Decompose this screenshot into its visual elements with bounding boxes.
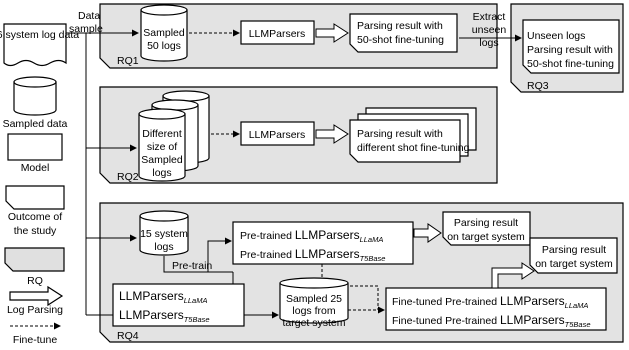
- finetuned-t5-sub: T5Base: [565, 320, 591, 329]
- rq4-top-result-label-1: Parsing result: [454, 217, 518, 229]
- rq2-model-box: [240, 121, 315, 146]
- data-sample-label-1: Data: [78, 10, 100, 22]
- pretrain-label: Pre-train: [172, 260, 212, 272]
- pretrained-llama: Pre-trained LLMParsersLLaMA: [240, 228, 383, 244]
- target-label-1: Sampled 25: [286, 293, 342, 305]
- rq4-bottom-result-box: [529, 237, 618, 274]
- rq1-model-label: LLMParsers: [249, 28, 306, 40]
- rq1-sampled-label-1: Sampled: [143, 27, 185, 39]
- data-sample-trunk: [66, 32, 87, 315]
- rq2-result-label-2: different shot fine-tuning: [357, 142, 470, 154]
- rq1-model-box: [240, 20, 315, 45]
- base-models-box: [112, 283, 245, 327]
- fine-tune-legend-label: Fine-tune: [13, 334, 58, 346]
- pretrained-llama-prefix: Pre-trained: [240, 230, 292, 242]
- extract-label-3: logs: [479, 37, 498, 49]
- extract-label-2: unseen: [472, 24, 507, 36]
- rq2-model-label: LLMParsers: [249, 129, 306, 141]
- target-label-2: logs from: [292, 305, 335, 317]
- rq2-sampled-label-1: Different: [142, 128, 182, 140]
- rq1-sampled-label-2: 50 logs: [147, 40, 181, 52]
- base-model-t5: LLMParsersT5Base: [119, 308, 210, 324]
- rq4-bottom-parsing-arrow-icon: [491, 262, 535, 289]
- rq4-label: RQ4: [117, 330, 139, 342]
- pretrained-models-box: [232, 221, 414, 265]
- sampled-data-label: Sampled data: [3, 118, 68, 130]
- rq-legend-label: RQ: [27, 275, 43, 287]
- rq1-result-box: [349, 13, 458, 53]
- rq1-parsing-arrow-icon: [315, 23, 349, 43]
- extract-label-1: Extract: [473, 11, 506, 23]
- pretrained-fine-tune-dashed: [321, 264, 379, 310]
- finetuned-models-box: [385, 287, 607, 331]
- pretrained-t5-sub: T5Base: [360, 254, 386, 263]
- rq3-line-2: Parsing result with: [527, 44, 613, 56]
- pretrained-llama-sub: LLaMA: [360, 235, 384, 244]
- pretrained-t5: Pre-trained LLMParsersT5Base: [240, 247, 385, 263]
- rq4-system-logs-cylinder: 15 system logs: [139, 210, 189, 256]
- pretrain-connector: [163, 256, 233, 273]
- outcome-legend-label-2: the study: [14, 225, 57, 237]
- outcome-legend-shape: [5, 185, 65, 210]
- model-legend-shape: [7, 133, 63, 161]
- finetuned-llama-sub: LLaMA: [565, 301, 589, 310]
- rq2-sampled-label-2: size of: [147, 141, 177, 153]
- rq3-line-3: 50-shot fine-tuning: [527, 58, 614, 70]
- base-model-llama-name: LLMParsers: [119, 289, 184, 303]
- rq3-result-box: [522, 19, 620, 74]
- finetuned-llama-name: LLMParsers: [500, 294, 565, 308]
- rq2-label: RQ2: [117, 171, 139, 183]
- legend: 16 system log data Sampled data Model Ou…: [0, 23, 79, 346]
- base-model-llama: LLMParsersLLaMA: [119, 289, 207, 305]
- target-sampled-logs-cylinder: Sampled 25 logs from target system: [279, 277, 349, 329]
- rq1-result-label-1: Parsing result with: [357, 20, 443, 32]
- rq1-sampled-logs-cylinder: Sampled 50 logs: [140, 4, 188, 62]
- base-model-t5-name: LLMParsers: [119, 308, 184, 322]
- rq-legend-shape: [4, 247, 65, 272]
- sampled-data-cylinder: [13, 76, 57, 116]
- rq2-stacked-cylinders: Different size of Sampled logs: [138, 90, 210, 182]
- finetuned-t5: Fine-tuned Pre-trained LLMParsersT5Base: [392, 313, 591, 329]
- rq1-result-label-2: 50-shot fine-tuning: [357, 34, 444, 46]
- rq2-parsing-arrow-icon: [315, 124, 349, 144]
- rq4-bottom-result-label-1: Parsing result: [542, 244, 606, 256]
- log-data-shape: 16 system log data: [0, 23, 79, 67]
- rq4-top-result-box: [442, 211, 531, 246]
- data-sample-label-2: sample: [69, 23, 103, 35]
- finetuned-t5-name: LLMParsers: [500, 313, 565, 327]
- rq3-label: RQ3: [527, 80, 549, 92]
- rq2-result-box: [349, 119, 461, 163]
- log-data-label-1: 16 system log data: [0, 29, 79, 41]
- rq4-top-result-label-2: on target system: [447, 231, 525, 243]
- rq2-sampled-label-3: Sampled: [141, 154, 183, 166]
- model-legend-label: Model: [21, 162, 50, 174]
- base-model-t5-sub: T5Base: [184, 315, 210, 324]
- rq2-result-label-1: Parsing result with: [357, 128, 443, 140]
- log-parsing-arrow-icon: [9, 285, 64, 307]
- pretrained-t5-prefix: Pre-trained: [240, 249, 292, 261]
- rq4-top-parsing-arrow-icon: [413, 223, 442, 243]
- target-label-3: target system: [282, 317, 345, 329]
- outcome-legend-label-1: Outcome of: [8, 211, 62, 223]
- rq4-system-logs-label-2: logs: [154, 241, 173, 253]
- base-model-llama-sub: LLaMA: [184, 296, 208, 305]
- rq4-system-logs-label-1: 15 system: [140, 228, 188, 240]
- log-parsing-legend-label: Log Parsing: [7, 304, 63, 316]
- rq4-bottom-result-label-2: on target system: [535, 258, 613, 270]
- rq1-label: RQ1: [117, 55, 139, 67]
- finetuned-llama-prefix: Fine-tuned Pre-trained: [392, 296, 497, 308]
- pretrained-llama-name: LLMParsers: [295, 228, 360, 242]
- finetuned-llama: Fine-tuned Pre-trained LLMParsersLLaMA: [392, 294, 588, 310]
- rq2-sampled-label-4: logs: [152, 167, 171, 179]
- pretrain-arrow: [207, 237, 232, 272]
- rq3-line-1: Unseen logs: [527, 30, 585, 42]
- pretrained-t5-name: LLMParsers: [295, 247, 360, 261]
- finetuned-t5-prefix: Fine-tuned Pre-trained: [392, 315, 497, 327]
